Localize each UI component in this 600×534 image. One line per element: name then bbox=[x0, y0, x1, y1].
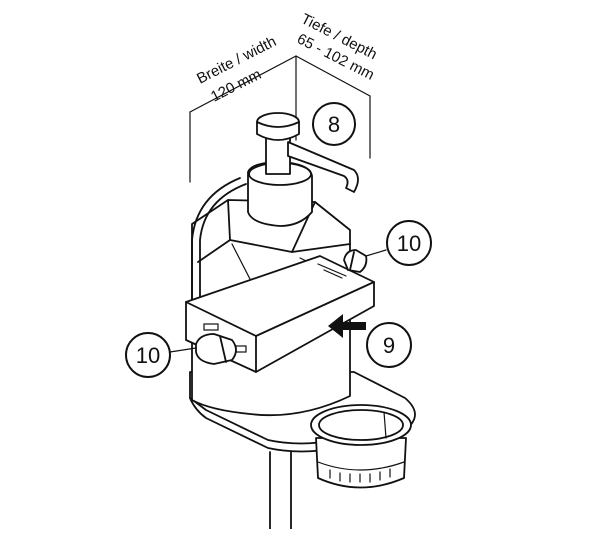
cup-holder bbox=[310, 404, 412, 489]
callout-9-label: 9 bbox=[383, 333, 395, 358]
left-screw-knob bbox=[195, 333, 237, 365]
pump-head bbox=[256, 112, 359, 193]
callout-8: 8 bbox=[312, 102, 356, 146]
callout-10-left-label: 10 bbox=[136, 343, 160, 368]
callout-9: 9 bbox=[366, 322, 412, 368]
callout-10-right: 10 bbox=[365, 220, 432, 266]
pointer-arrow bbox=[328, 314, 366, 338]
callout-8-label: 8 bbox=[328, 112, 340, 137]
wall-post bbox=[269, 451, 292, 530]
callout-10-left: 10 bbox=[125, 332, 197, 378]
right-screw-knob bbox=[343, 249, 368, 273]
bracket-frame bbox=[191, 177, 247, 301]
callout-10-right-label: 10 bbox=[397, 231, 421, 256]
